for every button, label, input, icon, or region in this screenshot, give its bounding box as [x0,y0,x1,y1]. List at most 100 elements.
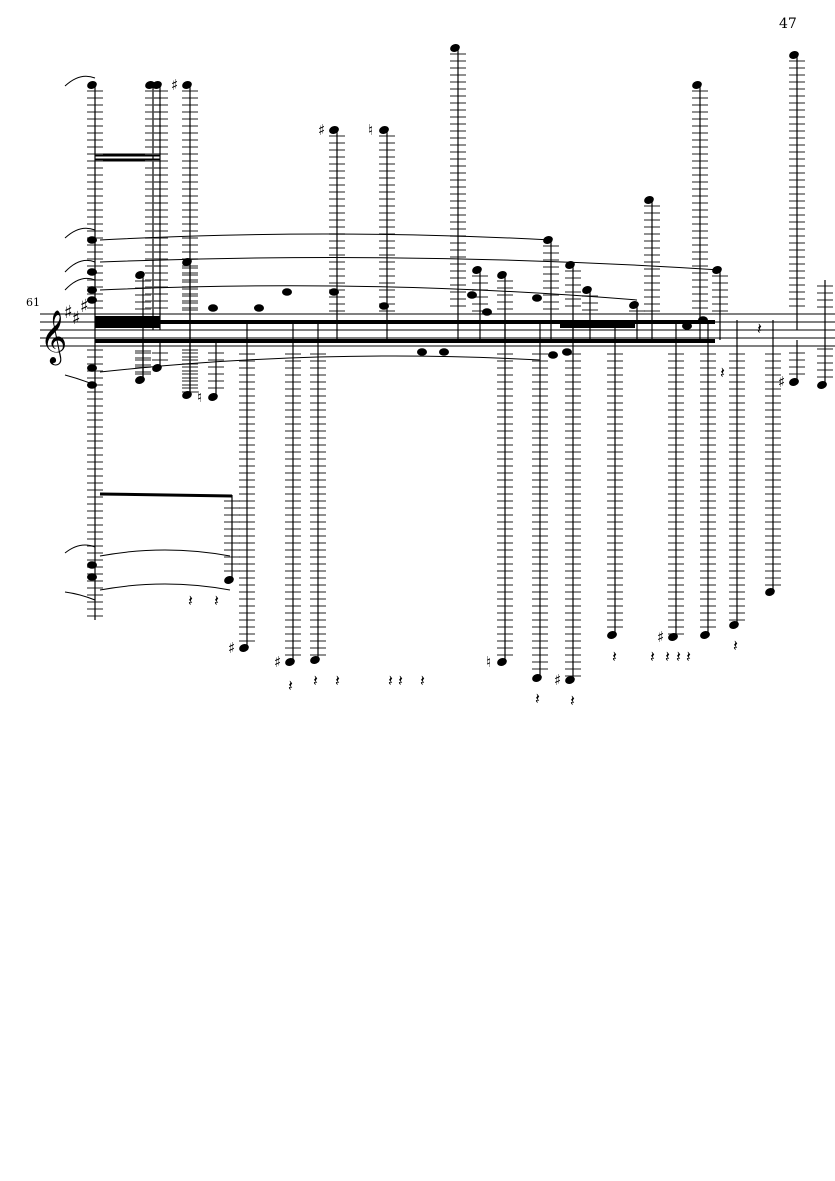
notehead [254,304,264,312]
tie [64,374,96,386]
notehead [467,291,477,299]
sharp-icon: ♯ [80,296,89,317]
tie [64,227,96,239]
notes: ♯♯♮♯♯♮♯♯♮♯𝄽𝄽𝄽𝄽𝄽𝄽𝄽𝄽𝄽𝄽𝄽𝄽𝄽𝄽𝄽𝄽𝄽𝄽 [64,44,833,710]
quarter-rest-icon: 𝄽 [720,363,725,382]
notehead [87,573,97,581]
notehead [700,631,710,639]
natural-icon: ♮ [197,388,202,406]
notehead [87,364,97,372]
quarter-rest-icon: 𝄽 [733,636,738,655]
notehead [562,348,572,356]
quarter-rest-icon: 𝄽 [570,691,575,710]
sharp-icon: ♯ [318,121,325,139]
quarter-rest-icon: 𝄽 [214,591,219,610]
tie [64,259,96,273]
treble-clef-icon: 𝄞 [40,309,67,365]
natural-icon: ♮ [486,653,491,671]
quarter-rest-icon: 𝄽 [388,671,393,690]
quarter-rest-icon: 𝄽 [420,671,425,690]
notehead [497,658,507,666]
notehead [692,81,702,89]
notehead [310,656,320,664]
key-signature: ♯ ♯ ♯ [64,296,89,329]
notehead [87,296,97,304]
notehead [285,658,295,666]
notehead [532,294,542,302]
quarter-rest-icon: 𝄽 [665,647,670,666]
quarter-rest-icon: 𝄽 [686,647,691,666]
notehead [789,378,799,386]
notehead [532,674,542,682]
notehead [565,261,575,269]
notehead [329,126,339,134]
notehead [87,268,97,276]
quarter-rest-icon: 𝄽 [288,676,293,695]
notehead [152,81,162,89]
notehead [565,676,575,684]
page-number: 47 [779,16,797,32]
notehead [182,391,192,399]
slur [99,549,231,557]
natural-icon: ♮ [368,121,373,139]
sharp-icon: ♯ [64,302,73,323]
quarter-rest-icon: 𝄽 [398,671,403,690]
quarter-rest-icon: 𝄽 [650,647,655,666]
notehead [729,621,739,629]
notehead [87,561,97,569]
sharp-icon: ♯ [72,308,81,329]
notehead [789,51,799,59]
notehead [135,271,145,279]
notehead [224,576,234,584]
notehead [182,258,192,266]
notehead [182,81,192,89]
notehead [450,44,460,52]
quarter-rest-icon: 𝄽 [535,689,540,708]
notehead [379,126,389,134]
notehead [629,301,639,309]
notehead [135,376,145,384]
tie [64,544,96,554]
notehead [379,302,389,310]
quarter-rest-icon: 𝄽 [612,647,617,666]
sharp-icon: ♯ [274,653,281,671]
notehead [582,286,592,294]
tie [64,277,96,291]
quarter-rest-icon: 𝄽 [188,591,193,610]
tie [64,75,96,87]
notehead [607,631,617,639]
notehead [87,286,97,294]
notehead [439,348,449,356]
notehead [282,288,292,296]
notehead [417,348,427,356]
notehead [497,271,507,279]
notehead [644,196,654,204]
slur [99,257,721,271]
tie [64,591,96,601]
notehead [472,266,482,274]
notehead [482,308,492,316]
quarter-rest-icon: 𝄽 [676,647,681,666]
notehead [87,81,97,89]
notehead [208,304,218,312]
slur [99,355,541,373]
notehead [87,236,97,244]
quarter-rest-icon: 𝄽 [757,319,762,338]
slur [99,233,552,241]
quarter-rest-icon: 𝄽 [313,671,318,690]
sharp-icon: ♯ [554,671,561,689]
notehead [548,351,558,359]
slur [99,285,638,301]
notehead [698,316,708,324]
notehead [817,381,827,389]
notehead [668,633,678,641]
sharp-icon: ♯ [778,373,785,391]
measure-number: 61 [26,296,40,309]
notehead [329,288,339,296]
notehead [765,588,775,596]
beam [99,492,233,498]
notehead [239,644,249,652]
slur [99,583,231,591]
quarter-rest-icon: 𝄽 [335,671,340,690]
